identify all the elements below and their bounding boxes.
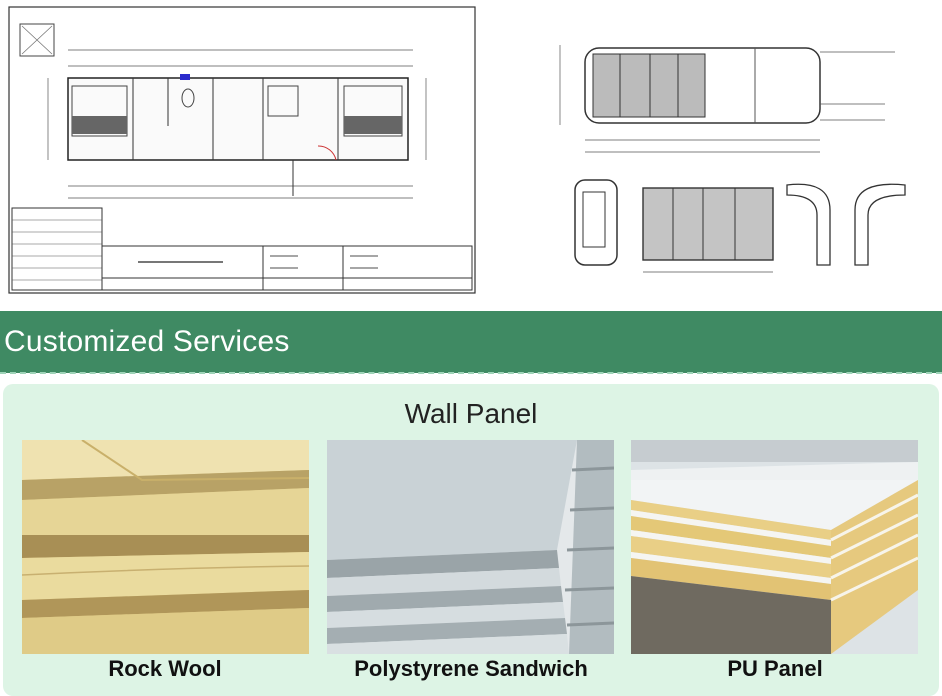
pu-panel-image xyxy=(631,440,918,654)
dashed-divider xyxy=(0,372,942,374)
banner-title: Customized Services xyxy=(4,325,290,358)
rock-wool-image xyxy=(22,440,309,654)
polystyrene-sandwich-label: Polystyrene Sandwich xyxy=(354,656,588,681)
panel-detail-drawing xyxy=(559,45,906,273)
drawings-area xyxy=(0,0,942,310)
wall-panel-title: Wall Panel xyxy=(404,398,538,429)
floor-plan-drawing xyxy=(8,6,476,294)
pu-panel-label: PU Panel xyxy=(727,656,823,681)
polystyrene-sandwich-image xyxy=(327,440,614,654)
customized-services-banner: Customized Services xyxy=(0,311,942,373)
rock-wool-label: Rock Wool xyxy=(108,656,222,681)
